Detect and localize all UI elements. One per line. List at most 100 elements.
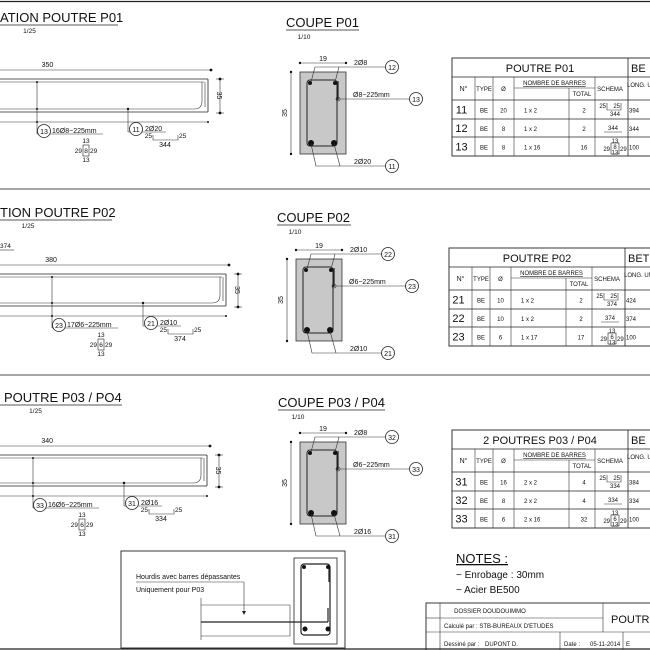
cell-diameter: 6	[499, 336, 503, 342]
width-dimension: 19	[315, 243, 323, 250]
schema-dim: 344	[608, 126, 619, 132]
arrow-head	[242, 611, 246, 615]
bar-mark: 23	[52, 318, 66, 332]
bar-dim: 25	[141, 507, 149, 514]
stirrup-shape	[610, 514, 620, 527]
cell-type: BE	[480, 109, 488, 115]
col-header-count: NOMBRE DE BARRES	[523, 81, 586, 87]
schema-dim: 29	[620, 519, 627, 525]
rebar-length-label: 374	[0, 243, 11, 250]
bar-mark-number: 23	[55, 323, 63, 330]
bar-mark-circle	[381, 346, 395, 360]
cell-number: 23	[452, 332, 464, 344]
cell-diameter: 16	[500, 481, 507, 487]
schema-dim: 13	[612, 511, 619, 517]
stirrup-dim: 29	[90, 148, 98, 155]
cell-number: 12	[455, 123, 467, 135]
schema-dim: 6	[610, 335, 614, 341]
bottom-bar	[331, 510, 337, 516]
section-scale: 1/10	[292, 414, 305, 421]
tick-dot	[289, 70, 293, 74]
tick-dot	[227, 263, 231, 267]
cell-diameter: 10	[497, 317, 504, 323]
schema-dim: 334	[608, 498, 619, 504]
tick-dot	[206, 495, 208, 497]
bar-dim: 25	[175, 507, 183, 514]
top-bar	[329, 268, 333, 272]
table-border	[451, 429, 650, 529]
bar-mark-number: 22	[384, 252, 392, 259]
bottom-bar	[308, 140, 314, 146]
cell-total: 2	[579, 299, 583, 305]
section-title: COUPE P03 / P04	[278, 395, 385, 410]
cell-length: 334	[629, 499, 640, 505]
bar-shape	[603, 293, 619, 301]
date-value: 05-11-2014	[590, 642, 621, 648]
cell-schema: 334	[604, 498, 622, 505]
rebar-hook	[211, 277, 221, 304]
stirrup-shape	[78, 518, 86, 531]
cell-diameter: 6	[502, 518, 506, 524]
stirrup-dim: 6	[80, 522, 84, 529]
tick-dot	[51, 302, 53, 304]
bar-mark-number: 12	[388, 65, 396, 72]
stirrup-shape	[607, 332, 617, 345]
tick-dot	[298, 61, 302, 65]
col-header-length: LONG. UNIT.	[627, 455, 650, 461]
schema-dim: 29	[620, 147, 627, 153]
cell-number: 11	[456, 105, 467, 117]
bar-mark-number: 13	[412, 97, 420, 104]
bar-dim: 334	[155, 516, 167, 523]
cell-schema: 344	[604, 126, 622, 133]
cell-count: 1 x 2	[521, 299, 535, 305]
leader-line	[310, 436, 386, 453]
cell-count: 1 x 16	[524, 146, 541, 152]
bar-mark-number: 11	[132, 127, 139, 134]
tick-dot	[289, 152, 293, 156]
table-border	[448, 247, 650, 347]
tick-dot	[208, 444, 212, 448]
stirrup-dim: 8	[84, 148, 88, 155]
top-bars-spec: 2Ø10	[350, 247, 367, 254]
cell-number: 13	[455, 142, 467, 154]
bar-mark-number: 23	[408, 284, 416, 291]
stirrup-shape	[97, 338, 105, 351]
table-title-cut: BE	[631, 63, 646, 75]
bar-mark-circle	[405, 279, 419, 293]
bar-mark: 31	[385, 529, 399, 543]
bar-dim: 25	[179, 133, 187, 140]
col-header-total: TOTAL	[570, 282, 589, 288]
bar-mark: 23	[405, 279, 419, 293]
span-dimension: 380	[45, 257, 57, 264]
tick-dot	[32, 482, 34, 484]
tick-dot	[217, 453, 221, 457]
bar-mark-number: 11	[388, 164, 395, 171]
cell-total: 16	[581, 146, 588, 152]
schema-dim: 13	[609, 329, 616, 335]
bar-mark-circle	[37, 124, 51, 138]
tick-dot	[344, 61, 348, 65]
stirrup-spec: Ø6−225mm	[353, 462, 390, 469]
cross-section: COUPE P03 / P041/1019352Ø832Ø6−225mm332Ø…	[278, 395, 423, 543]
tick-dot	[32, 457, 34, 459]
detail-frame	[120, 550, 346, 649]
bar-mark-circle	[385, 159, 399, 173]
stirrup-dim: 29	[71, 522, 79, 529]
stirrup	[300, 563, 331, 636]
stirrup-dim: 13	[82, 138, 90, 145]
rebar-hook	[192, 458, 202, 484]
cell-count: 1 x 2	[524, 127, 538, 133]
elevation-title: POUTRE P03 / PO4	[4, 390, 122, 405]
cell-diameter: 10	[497, 299, 504, 305]
